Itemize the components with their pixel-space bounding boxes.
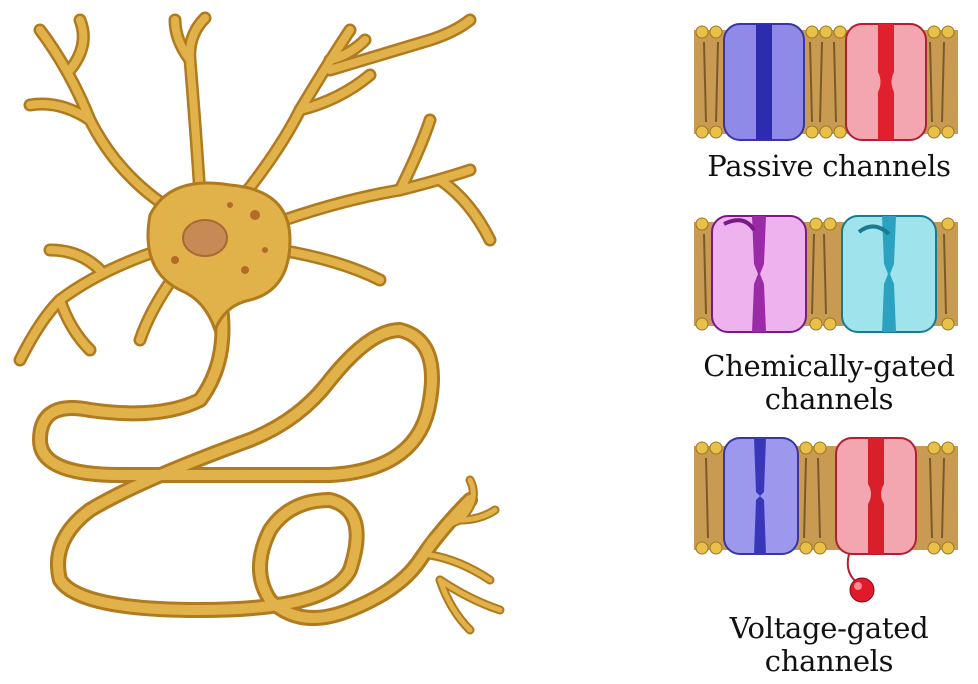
chemically-gated-label-line2: channels bbox=[680, 383, 978, 416]
cell-body bbox=[148, 183, 290, 330]
passive-channels-panel bbox=[694, 22, 978, 142]
voltage-gated-channels-panel bbox=[694, 434, 978, 610]
chemically-gated-channels-label: Chemically-gated channels bbox=[680, 350, 978, 416]
chemically-gated-channels-panel bbox=[694, 212, 978, 334]
voltage-gated-label-line2: channels bbox=[680, 645, 978, 678]
passive-channels-label: Passive channels bbox=[680, 150, 978, 183]
voltage-gated-label-line1: Voltage-gated bbox=[680, 612, 978, 645]
voltage-gate-ball bbox=[850, 578, 874, 602]
nucleus bbox=[183, 220, 227, 256]
chemically-gated-label-line1: Chemically-gated bbox=[680, 350, 978, 383]
neuron-illustration bbox=[0, 0, 520, 684]
voltage-gated-channels-label: Voltage-gated channels bbox=[680, 612, 978, 678]
